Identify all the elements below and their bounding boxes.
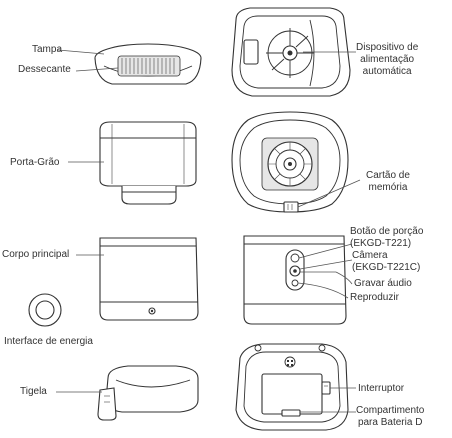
label-camera-line-1: Câmera <box>352 250 388 261</box>
label-camera: Câmera (EKGD-T221C) <box>352 250 420 274</box>
main-body-front-part <box>243 235 347 325</box>
top-view-part <box>231 7 351 97</box>
label-interruptor: Interruptor <box>358 383 405 394</box>
label-dispositivo-line-2: alimentação <box>360 54 415 65</box>
label-reproduzir: Reproduzir <box>350 292 399 303</box>
label-cartao: Cartão de memória <box>366 170 410 194</box>
label-botao-line-1: Botão de porção <box>350 226 424 237</box>
main-body-part <box>99 237 199 321</box>
label-tigela: Tigela <box>20 386 47 397</box>
bowl-part <box>97 365 199 421</box>
leader-tampa <box>57 49 105 55</box>
memory-card-view-part <box>231 111 349 213</box>
base-bottom-part <box>235 343 349 431</box>
label-botao-porcao: Botão de porção (EKGD-T221) <box>350 226 423 250</box>
leader-gravar-end <box>335 271 353 285</box>
label-interface-energia: Interface de energia <box>4 336 93 347</box>
power-interface-part <box>28 293 62 327</box>
label-compartimento: Compartimento para Bateria D <box>356 405 424 429</box>
leader-reproduzir <box>297 282 349 299</box>
label-dispositivo: Dispositivo de alimentação automática <box>356 42 418 78</box>
label-corpo-principal: Corpo principal <box>2 249 70 260</box>
label-dispositivo-line-3: automática <box>362 66 412 77</box>
label-compartimento-line-2: para Bateria D <box>357 417 423 428</box>
leader-botao <box>298 243 353 259</box>
label-dessecante: Dessecante <box>18 64 71 75</box>
label-botao-line-2: (EKGD-T221) <box>350 238 412 249</box>
label-cartao-line-1: Cartão de <box>366 170 410 181</box>
grain-holder-part <box>99 121 197 205</box>
leader-dessecante <box>75 67 119 72</box>
label-compartimento-line-1: Compartimento <box>356 405 425 416</box>
label-cartao-line-2: memória <box>368 182 408 193</box>
leader-camera <box>299 259 353 270</box>
label-tampa: Tampa <box>32 44 63 55</box>
leader-cartao <box>297 179 361 208</box>
lid-part <box>94 43 202 85</box>
label-gravar-audio: Gravar áudio <box>354 278 412 289</box>
label-porta-grao: Porta-Grão <box>10 157 60 168</box>
label-dispositivo-line-1: Dispositivo de <box>356 42 419 53</box>
label-camera-line-2: (EKGD-T221C) <box>352 262 421 273</box>
